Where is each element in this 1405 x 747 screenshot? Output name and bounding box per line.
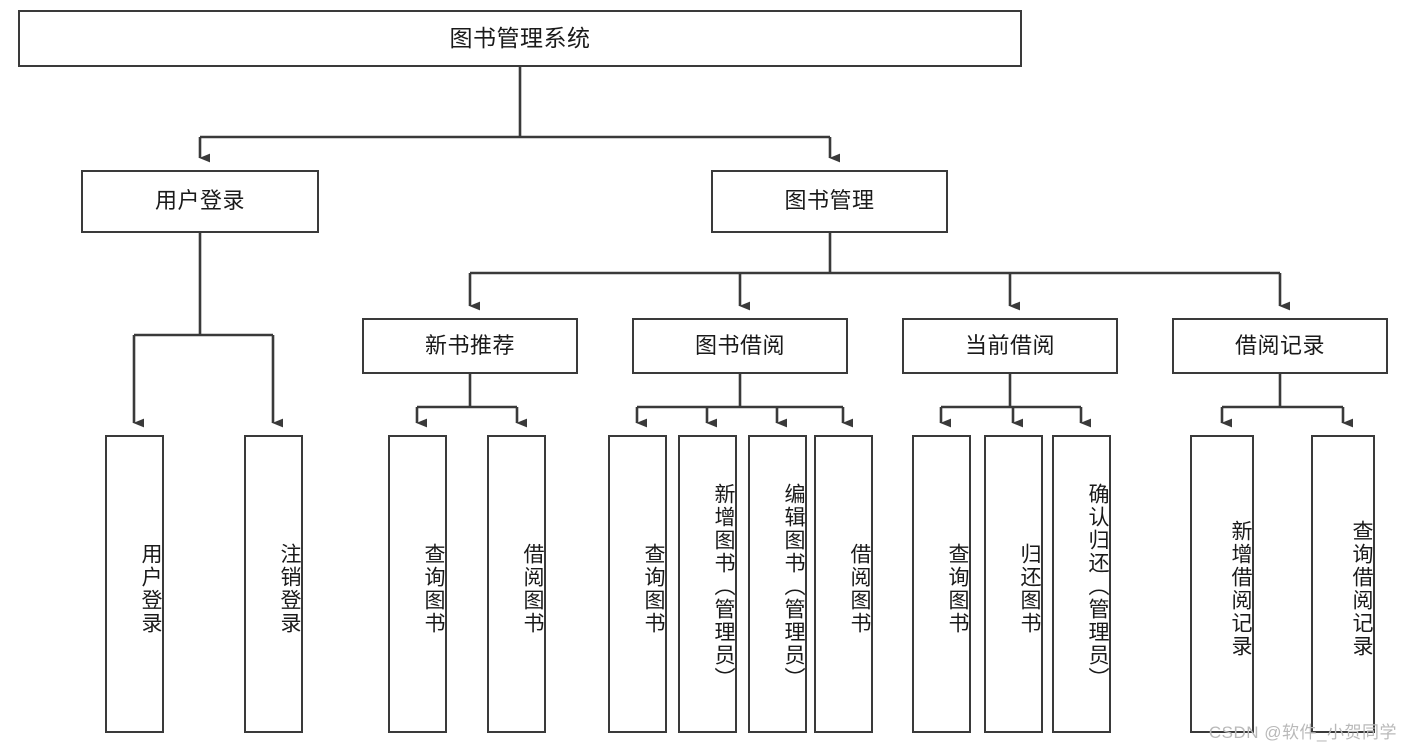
node-root-system-label: 图书管理系统 bbox=[449, 24, 591, 51]
node-book-management[interactable]: 图书管理 bbox=[711, 170, 948, 233]
edges-root-to-level2 bbox=[198, 67, 841, 163]
edges-userlogin-to-leaves bbox=[132, 233, 284, 428]
node-leaf-borrow-book-recommend-label: 借阅图书 bbox=[521, 543, 544, 635]
edges-bookmgmt-to-level3 bbox=[468, 233, 1291, 311]
node-leaf-query-borrow-record[interactable]: 查询借阅记录 bbox=[1311, 435, 1375, 733]
node-borrow-records-label: 借阅记录 bbox=[1234, 332, 1325, 358]
node-current-borrow[interactable]: 当前借阅 bbox=[902, 318, 1118, 374]
edges-current-to-leaves bbox=[939, 374, 1092, 428]
node-leaf-query-book-borrow-label: 查询图书 bbox=[642, 543, 665, 635]
node-leaf-user-login[interactable]: 用户登录 bbox=[105, 435, 164, 733]
node-leaf-query-book-current-label: 查询图书 bbox=[946, 543, 969, 635]
node-leaf-return-book-label: 归还图书 bbox=[1018, 543, 1041, 635]
node-root-system[interactable]: 图书管理系统 bbox=[18, 10, 1022, 67]
node-leaf-add-book-admin-label: 新增图书（管理员） bbox=[712, 482, 735, 690]
node-leaf-return-book[interactable]: 归还图书 bbox=[984, 435, 1043, 733]
node-user-login-label: 用户登录 bbox=[154, 188, 245, 214]
node-leaf-add-borrow-record[interactable]: 新增借阅记录 bbox=[1190, 435, 1254, 733]
node-leaf-query-book-recommend-label: 查询图书 bbox=[422, 543, 445, 635]
node-leaf-query-borrow-record-label: 查询借阅记录 bbox=[1350, 520, 1373, 658]
node-new-book-recommend[interactable]: 新书推荐 bbox=[362, 318, 578, 374]
node-leaf-confirm-return-admin-label: 确认归还（管理员） bbox=[1086, 482, 1109, 690]
node-book-management-label: 图书管理 bbox=[784, 188, 875, 214]
node-leaf-add-borrow-record-label: 新增借阅记录 bbox=[1229, 520, 1252, 658]
node-leaf-query-book-current[interactable]: 查询图书 bbox=[912, 435, 971, 733]
node-book-borrow[interactable]: 图书借阅 bbox=[632, 318, 848, 374]
edges-newbook-to-leaves bbox=[415, 374, 528, 428]
edges-borrow-to-leaves bbox=[635, 374, 854, 428]
node-leaf-borrow-book[interactable]: 借阅图书 bbox=[814, 435, 873, 733]
node-leaf-edit-book-admin[interactable]: 编辑图书（管理员） bbox=[748, 435, 807, 733]
node-leaf-borrow-book-recommend[interactable]: 借阅图书 bbox=[487, 435, 546, 733]
node-leaf-logout-label: 注销登录 bbox=[278, 543, 301, 635]
node-borrow-records[interactable]: 借阅记录 bbox=[1172, 318, 1388, 374]
node-leaf-borrow-book-label: 借阅图书 bbox=[848, 543, 871, 635]
node-leaf-logout[interactable]: 注销登录 bbox=[244, 435, 303, 733]
node-leaf-query-book-recommend[interactable]: 查询图书 bbox=[388, 435, 447, 733]
csdn-watermark: CSDN @软件_小贺同学 bbox=[1208, 723, 1397, 742]
node-leaf-confirm-return-admin[interactable]: 确认归还（管理员） bbox=[1052, 435, 1111, 733]
node-current-borrow-label: 当前借阅 bbox=[964, 332, 1055, 358]
node-leaf-edit-book-admin-label: 编辑图书（管理员） bbox=[782, 482, 805, 690]
edges-records-to-leaves bbox=[1220, 374, 1354, 428]
node-user-login[interactable]: 用户登录 bbox=[81, 170, 319, 233]
node-new-book-recommend-label: 新书推荐 bbox=[424, 332, 515, 358]
node-leaf-user-login-label: 用户登录 bbox=[139, 543, 162, 635]
node-book-borrow-label: 图书借阅 bbox=[694, 332, 785, 358]
node-leaf-add-book-admin[interactable]: 新增图书（管理员） bbox=[678, 435, 737, 733]
node-leaf-query-book-borrow[interactable]: 查询图书 bbox=[608, 435, 667, 733]
